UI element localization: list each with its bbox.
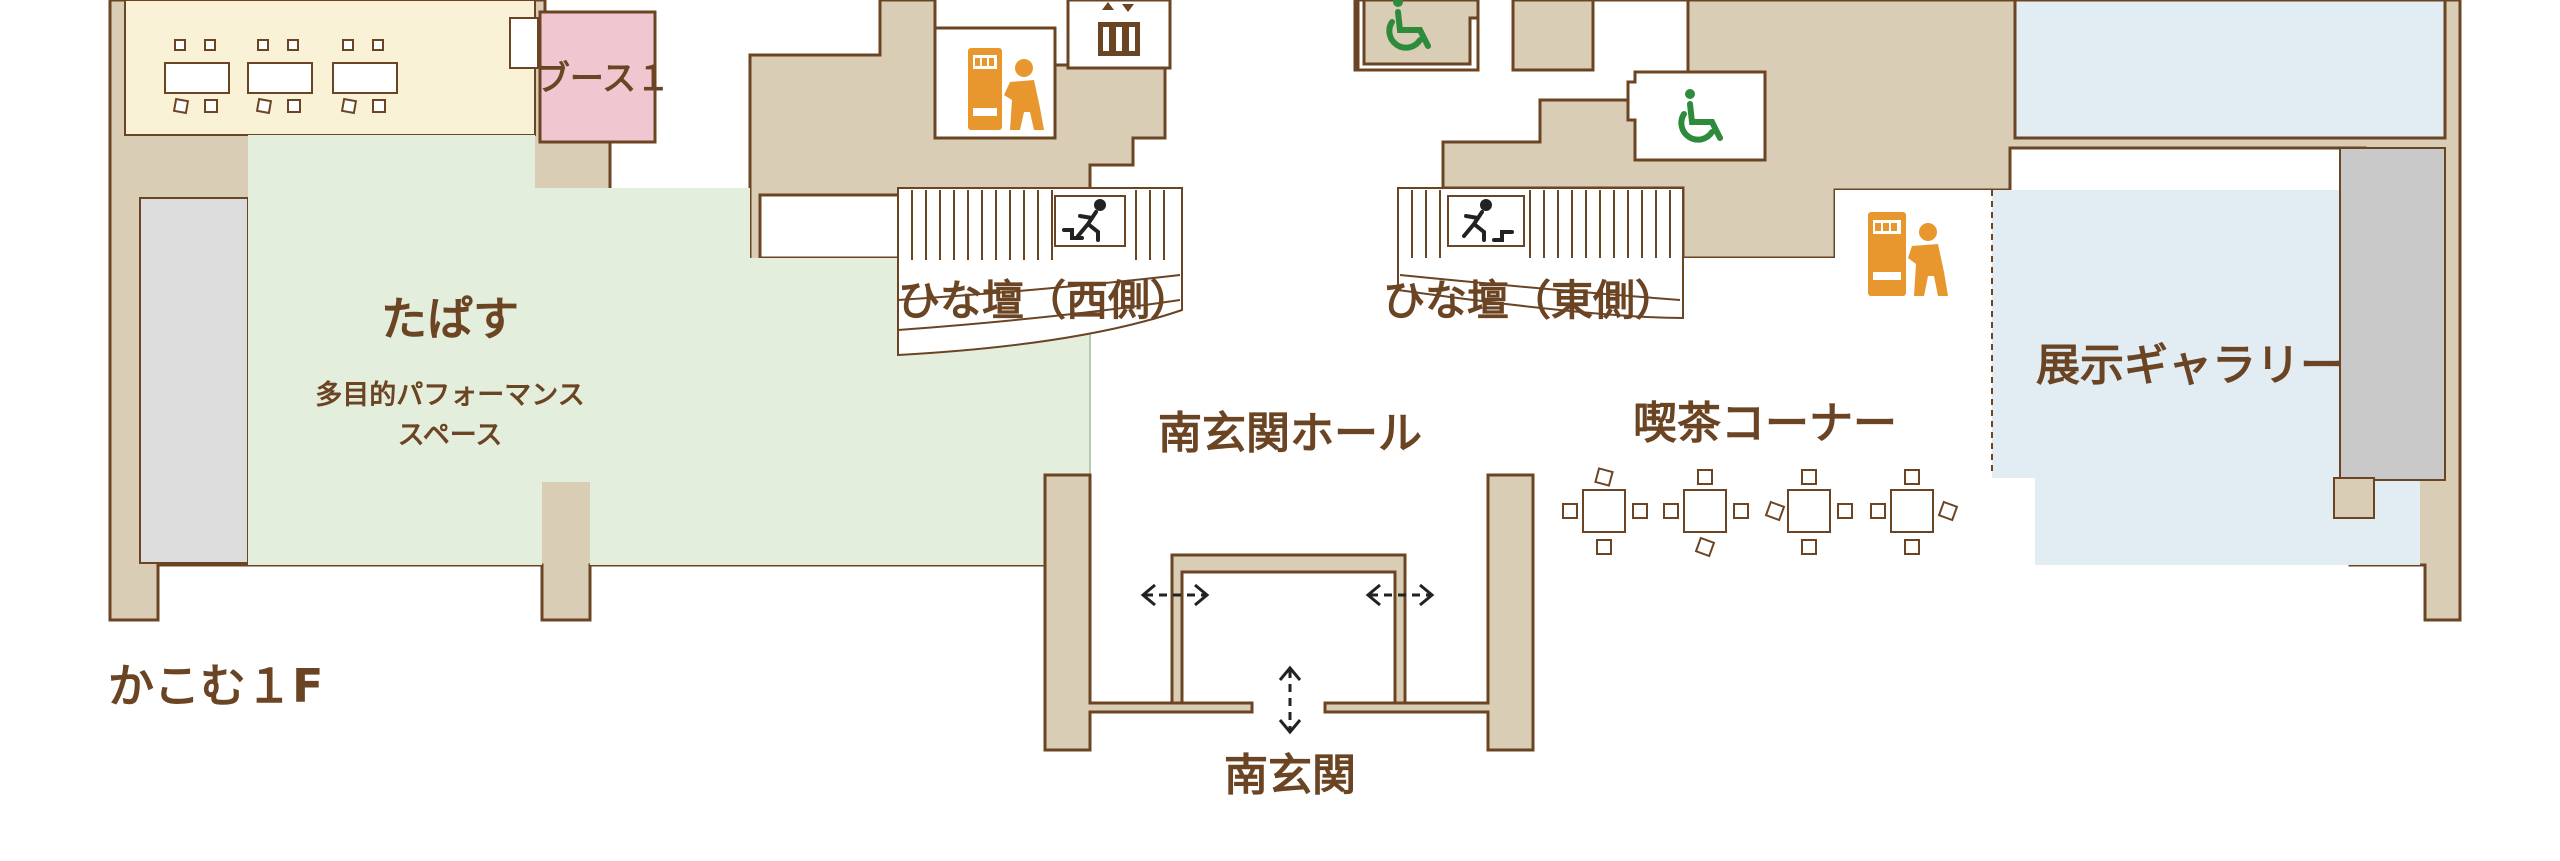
booth-1-room[interactable] [538,10,657,144]
pillar [1511,0,1595,72]
accessible-restroom-2[interactable] [1626,70,1767,162]
stairs-west[interactable] [897,187,1183,357]
tapasu-subtitle-2: スペース [398,420,503,451]
accessible-restroom-1[interactable] [1356,0,1480,72]
south-entrance-structure [1043,473,1535,752]
desk-group [164,39,398,115]
hinadan-west-label: ひな壇（西側） [898,276,1192,325]
emergency-exit-icon [1054,195,1126,247]
gallery-label: 展示ギャラリー [2036,340,2344,391]
floor-label: かこむ１F [108,659,323,713]
tapasu-title: たぱす [381,292,519,346]
door-arrow-icon [1278,665,1302,735]
wheelchair-icon [1386,0,1431,51]
vending-machine-icon [968,48,1044,130]
stairs-east[interactable] [1397,187,1684,320]
tapasu-subtitle-1: 多目的パフォーマンス [315,379,584,411]
gallery-top [2013,0,2447,140]
south-hall-label: 南玄関ホール [1158,408,1422,459]
door-arrow-icon [1140,583,1210,607]
cafe-tables [1562,467,1959,558]
emergency-exit-icon [1447,195,1525,247]
booth-1-label: ブース１ [536,59,670,99]
vending-machine-icon [1868,212,1948,296]
wheelchair-icon [1678,89,1723,143]
tapasu-room[interactable] [248,135,1090,565]
door-arrow-icon [1365,583,1435,607]
storage-east [2339,147,2446,481]
south-entrance-label: 南玄関 [1224,750,1356,801]
storage-box [2333,477,2375,519]
elevator-icon [1098,2,1140,56]
gallery-room[interactable] [1992,190,2420,565]
hinadan-east-label: ひな壇（東側） [1383,276,1677,325]
storage-west [139,197,249,564]
cafe-label: 喫茶コーナー [1633,398,1897,449]
